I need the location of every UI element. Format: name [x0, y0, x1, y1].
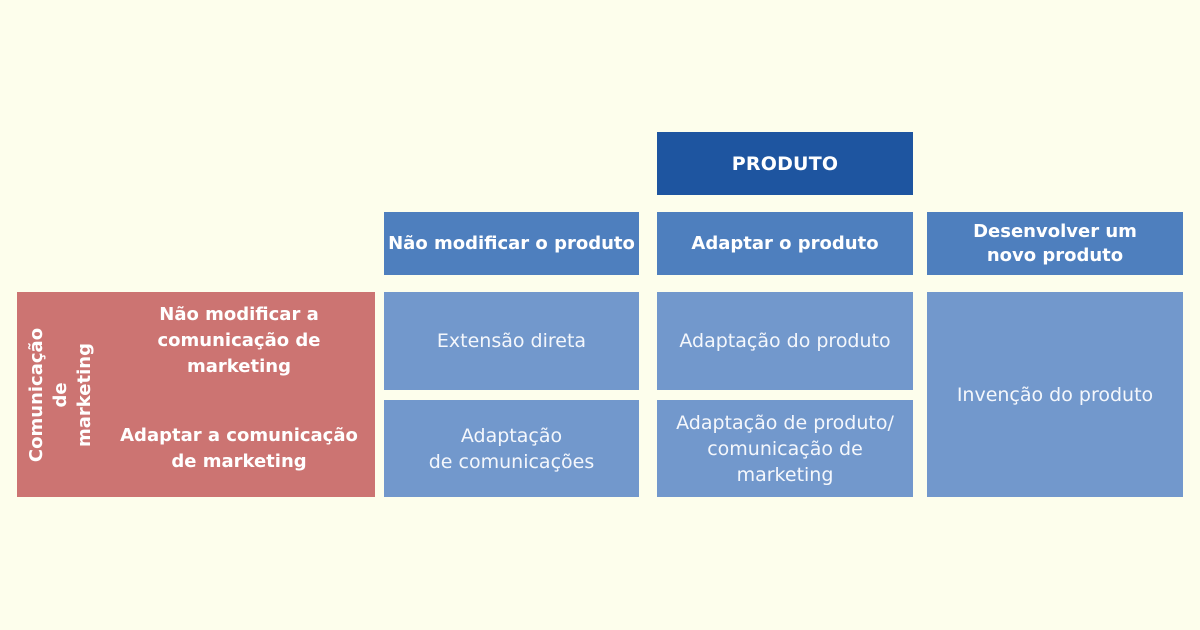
cell-communication-adaptation: Adaptação de comunicações — [384, 400, 639, 497]
cell-product-invention: Invenção do produto — [927, 292, 1183, 497]
column-header-no-modify-product: Não modificar o produto — [384, 212, 639, 275]
product-header: PRODUTO — [657, 132, 913, 195]
column-header-new-product: Desenvolver um novo produto — [927, 212, 1183, 275]
row-header-adapt-communication: Adaptar a comunicação de marketing — [120, 424, 358, 472]
cell-product-adaptation: Adaptação do produto — [657, 292, 913, 390]
communication-panel — [17, 292, 375, 497]
communication-header: Comunicação de marketing — [26, 292, 96, 497]
communication-header-label: Comunicação de marketing — [26, 327, 96, 462]
cell-direct-extension: Extensão direta — [384, 292, 639, 390]
row-header-no-modify-communication: Não modificar a comunicação de marketing — [157, 304, 321, 377]
cell-dual-adaptation: Adaptação de produto/ comunicação de mar… — [657, 400, 913, 497]
column-header-adapt-product: Adaptar o produto — [657, 212, 913, 275]
